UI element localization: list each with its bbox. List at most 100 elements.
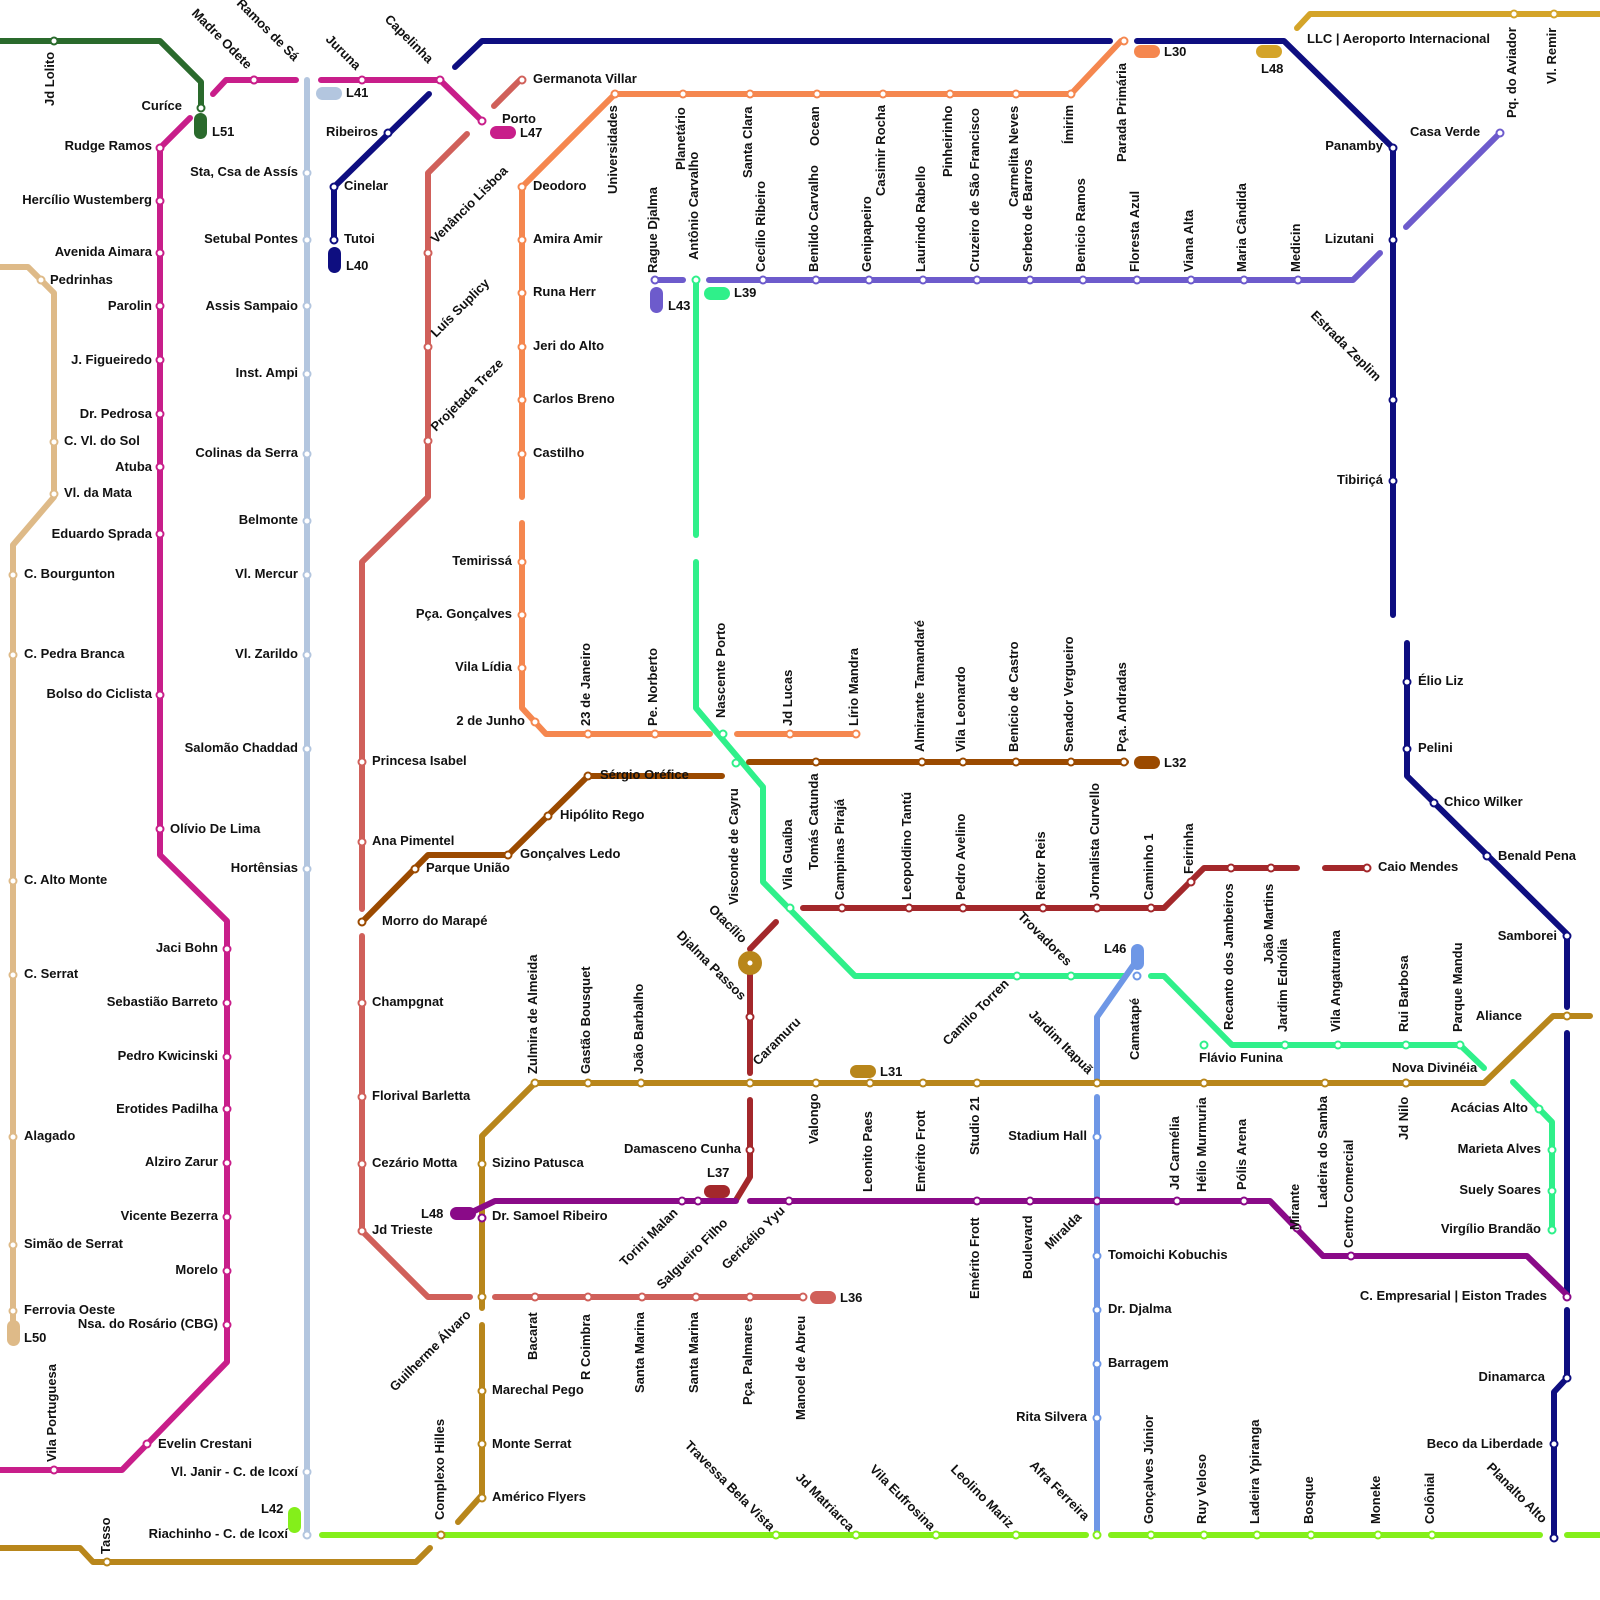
station-marker-s151[interactable] (532, 1080, 539, 1087)
station-marker-s177[interactable] (1094, 1198, 1101, 1205)
station-marker-s159[interactable] (1094, 1134, 1101, 1141)
station-marker-s26[interactable] (224, 1054, 231, 1061)
station-marker-s67[interactable] (438, 1532, 445, 1539)
station-marker-s122[interactable] (1121, 759, 1128, 766)
station-marker-s121[interactable] (1068, 759, 1075, 766)
station-marker-s110[interactable] (1484, 853, 1491, 860)
station-marker-s145[interactable] (1282, 1042, 1289, 1049)
station-marker-s107[interactable] (1404, 679, 1411, 686)
station-marker-s190[interactable] (800, 1294, 807, 1301)
station-marker-s168[interactable] (1549, 1227, 1556, 1234)
station-marker-s167[interactable] (1549, 1188, 1556, 1195)
station-marker-s15[interactable] (157, 464, 164, 471)
line-L36-pill[interactable] (810, 1291, 836, 1304)
station-marker-s74[interactable] (519, 559, 526, 566)
station-marker-s47[interactable] (304, 866, 311, 873)
station-marker-s62[interactable] (359, 1000, 366, 1007)
line-L40-pill[interactable] (328, 247, 341, 273)
station-marker-s131[interactable] (960, 905, 967, 912)
station-marker-s38[interactable] (304, 170, 311, 177)
line-L47-pill[interactable] (490, 126, 516, 139)
station-marker-s104[interactable] (1551, 11, 1558, 18)
station-marker-s169[interactable] (479, 1161, 486, 1168)
station-marker-s80[interactable] (747, 91, 754, 98)
station-marker-s154[interactable] (747, 1080, 754, 1087)
station-marker-s175[interactable] (974, 1198, 981, 1205)
station-marker-s52[interactable] (331, 237, 338, 244)
station-marker-s10[interactable] (38, 277, 45, 284)
station-marker-s5[interactable] (437, 77, 444, 84)
station-marker-s59[interactable] (359, 839, 366, 846)
station-marker-s24[interactable] (10, 972, 17, 979)
station-marker-s134[interactable] (1148, 905, 1155, 912)
line-L51-pill[interactable] (194, 113, 207, 139)
station-marker-s54[interactable] (479, 118, 486, 125)
station-marker-s75[interactable] (519, 612, 526, 619)
station-marker-s128[interactable] (813, 759, 820, 766)
station-marker-s29[interactable] (224, 1160, 231, 1167)
station-marker-s123[interactable] (585, 773, 592, 780)
station-marker-s92[interactable] (920, 277, 927, 284)
line-L30-pill[interactable] (1134, 45, 1160, 58)
station-marker-s192[interactable] (479, 1441, 486, 1448)
station-marker-s130[interactable] (906, 905, 913, 912)
station-marker-s4[interactable] (359, 77, 366, 84)
station-marker-s137[interactable] (1268, 865, 1275, 872)
station-marker-s7[interactable] (157, 145, 164, 152)
station-marker-s79[interactable] (680, 91, 687, 98)
station-marker-s95[interactable] (1080, 277, 1087, 284)
station-marker-s179[interactable] (1348, 1253, 1355, 1260)
station-marker-s163[interactable] (1322, 1080, 1329, 1087)
station-marker-s125[interactable] (505, 852, 512, 859)
station-marker-s138[interactable] (1364, 865, 1371, 872)
station-marker-s189[interactable] (747, 1294, 754, 1301)
station-marker-s132[interactable] (1040, 905, 1047, 912)
station-marker-s140[interactable] (747, 1014, 754, 1021)
station-marker-s139[interactable] (747, 960, 754, 967)
station-marker-s42[interactable] (304, 451, 311, 458)
station-marker-s204[interactable] (1254, 1532, 1261, 1539)
station-marker-s65[interactable] (359, 1228, 366, 1235)
station-marker-s46[interactable] (304, 746, 311, 753)
station-marker-s56[interactable] (425, 344, 432, 351)
station-marker-s70[interactable] (519, 290, 526, 297)
line-L31-pill[interactable] (850, 1065, 876, 1078)
station-marker-s170[interactable] (747, 1147, 754, 1154)
station-marker-s21[interactable] (157, 826, 164, 833)
station-marker-s103[interactable] (1511, 11, 1518, 18)
station-marker-s9[interactable] (157, 250, 164, 257)
line-L48-pill[interactable] (450, 1207, 476, 1220)
station-marker-s164[interactable] (1403, 1080, 1410, 1087)
station-marker-s188[interactable] (693, 1294, 700, 1301)
station-marker-s87[interactable] (652, 277, 659, 284)
station-marker-s129[interactable] (839, 905, 846, 912)
station-marker-s16[interactable] (51, 491, 58, 498)
station-marker-s155[interactable] (813, 1080, 820, 1087)
station-marker-s135[interactable] (1188, 879, 1195, 886)
line-L32-pill[interactable] (1134, 756, 1160, 769)
station-marker-s105[interactable] (1390, 397, 1397, 404)
station-marker-s147[interactable] (1403, 1042, 1410, 1049)
station-marker-s34[interactable] (224, 1322, 231, 1329)
station-marker-s12[interactable] (157, 357, 164, 364)
station-marker-s84[interactable] (1013, 91, 1020, 98)
station-marker-s196[interactable] (1551, 1535, 1558, 1542)
station-marker-s44[interactable] (304, 572, 311, 579)
station-marker-s207[interactable] (1429, 1532, 1436, 1539)
station-marker-s14[interactable] (51, 439, 58, 446)
station-marker-s55[interactable] (425, 250, 432, 257)
station-marker-s152[interactable] (585, 1080, 592, 1087)
station-marker-s172[interactable] (679, 1198, 686, 1205)
station-marker-s45[interactable] (304, 652, 311, 659)
station-marker-s88[interactable] (693, 277, 700, 284)
station-marker-s41[interactable] (304, 371, 311, 378)
station-marker-s203[interactable] (1201, 1532, 1208, 1539)
station-marker-s49[interactable] (304, 1532, 311, 1539)
line-L37-pill[interactable] (704, 1185, 730, 1198)
station-marker-s13[interactable] (157, 411, 164, 418)
station-marker-s157[interactable] (920, 1080, 927, 1087)
station-marker-s106[interactable] (1390, 478, 1397, 485)
station-marker-s90[interactable] (813, 277, 820, 284)
station-marker-s91[interactable] (866, 277, 873, 284)
station-marker-s57[interactable] (425, 438, 432, 445)
